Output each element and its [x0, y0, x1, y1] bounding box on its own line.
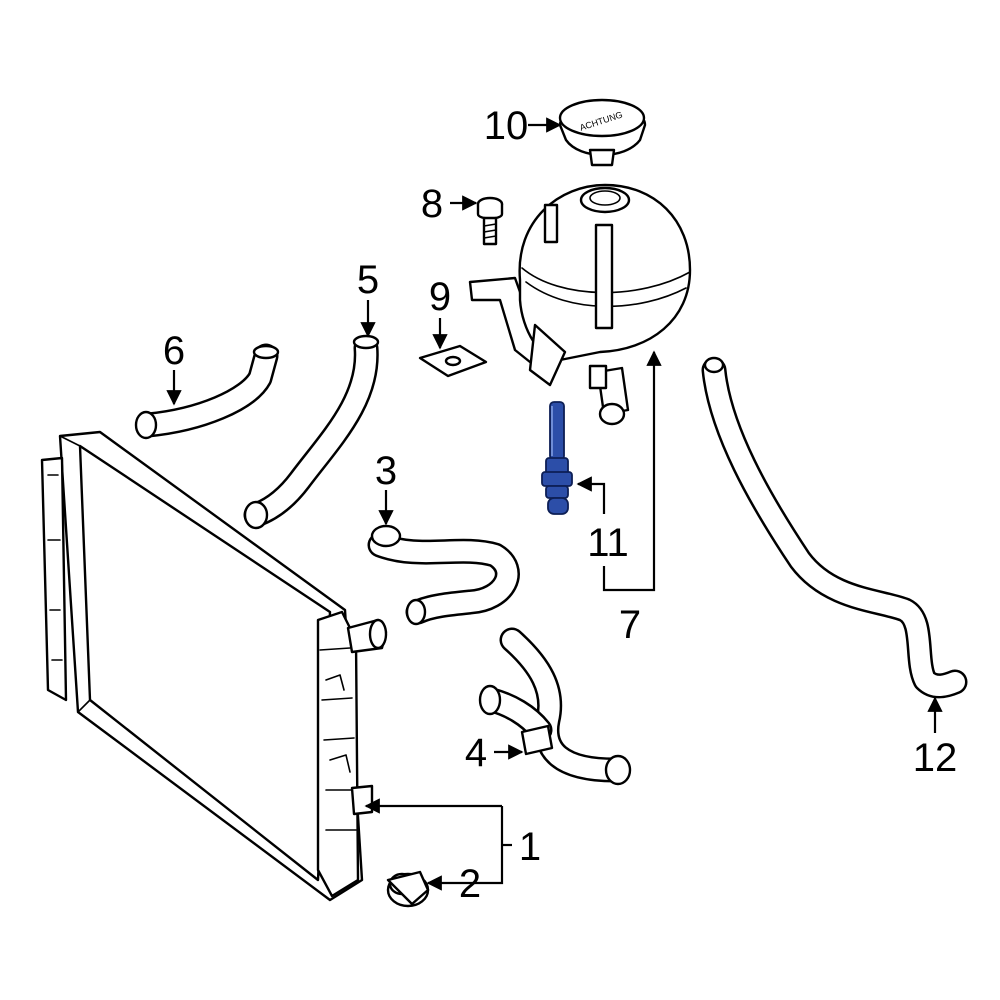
leader-lines [166, 117, 943, 891]
callout-6: 6 [163, 329, 185, 373]
callout-1: 1 [519, 825, 541, 869]
hose-4 [478, 627, 632, 786]
bolt [476, 196, 504, 246]
callout-8: 8 [421, 182, 443, 226]
callout-11: 11 [587, 521, 629, 565]
highlighted-part-11 [541, 401, 573, 515]
callout-10: 10 [484, 104, 529, 148]
mounting-clip [418, 344, 488, 378]
callout-12: 12 [913, 736, 958, 780]
hose-5 [243, 334, 380, 530]
callout-labels: 1 2 3 4 5 6 7 8 9 10 11 12 [163, 104, 957, 906]
callout-3: 3 [375, 449, 397, 493]
callout-4: 4 [465, 731, 487, 775]
hose-12 [701, 356, 968, 699]
grommet [386, 870, 430, 908]
callout-9: 9 [429, 275, 451, 319]
callout-7: 7 [619, 603, 641, 647]
hose-3 [367, 524, 520, 626]
hose-6 [134, 343, 280, 440]
callout-5: 5 [357, 258, 379, 302]
expansion-tank [468, 183, 692, 426]
radiator [40, 430, 388, 902]
callout-2: 2 [459, 862, 481, 906]
reservoir-cap: ACHTUNG [558, 98, 647, 167]
